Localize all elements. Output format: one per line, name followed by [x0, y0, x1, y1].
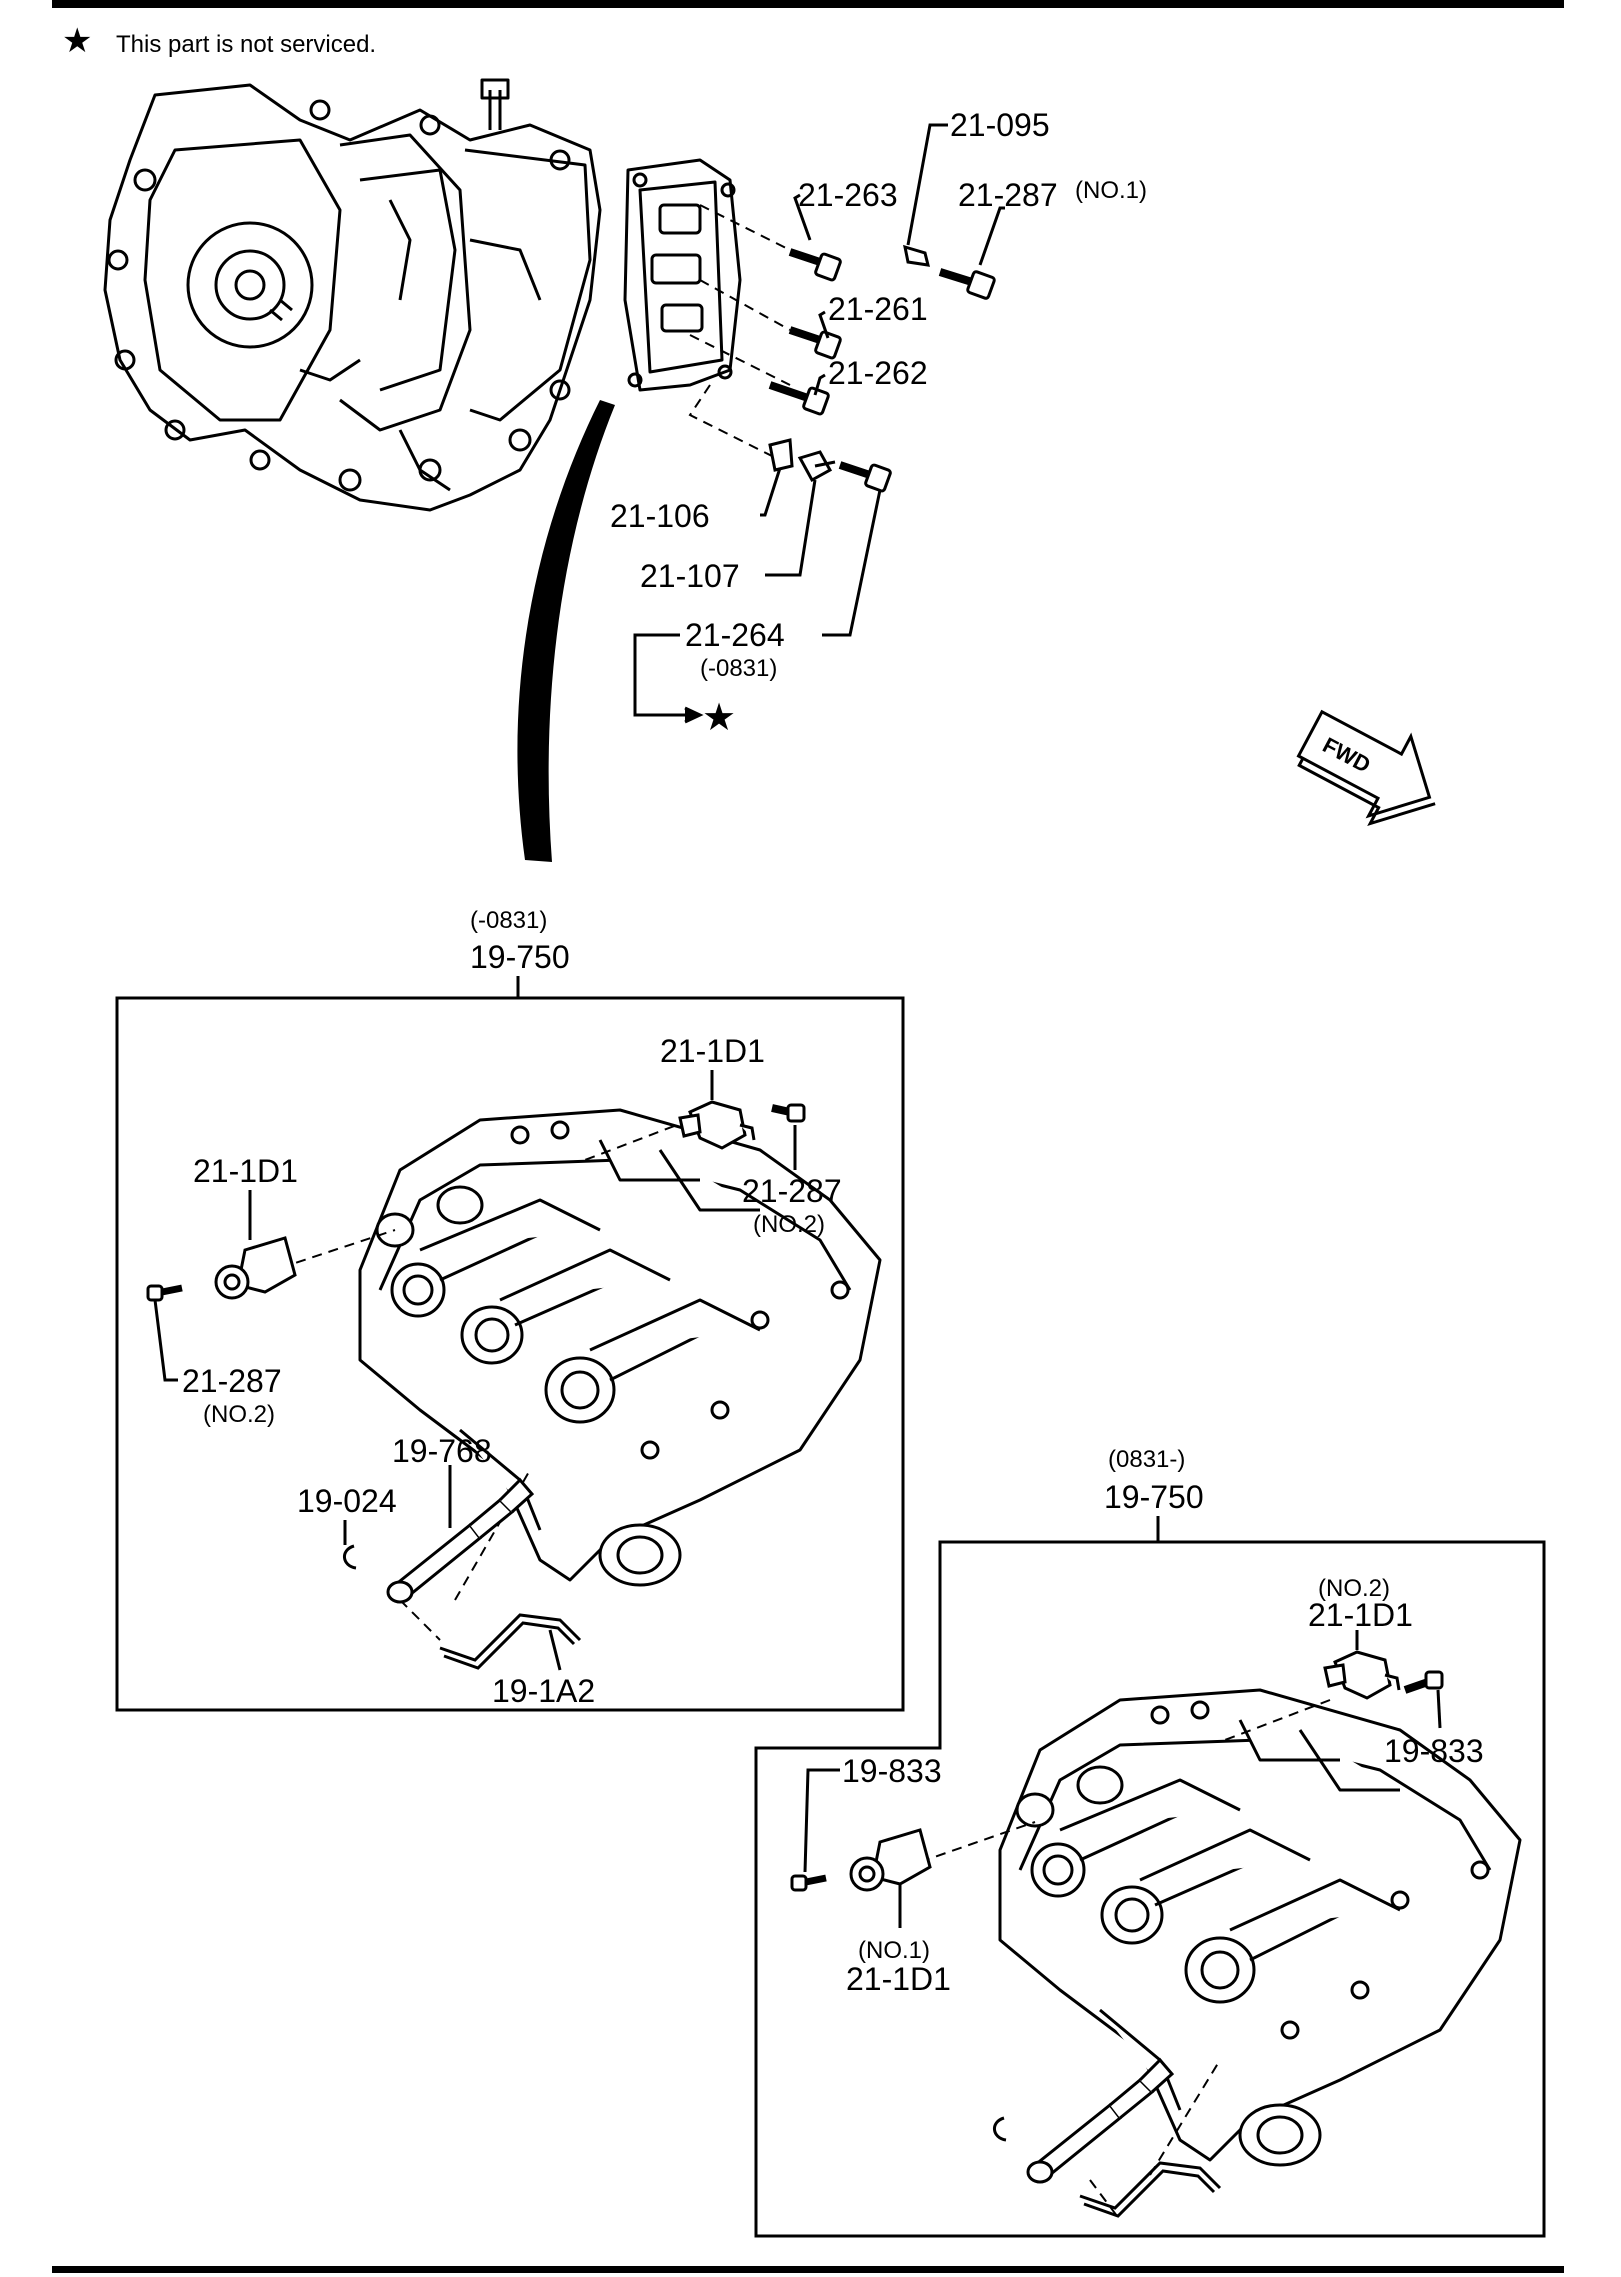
label-late-sol-left-sub: (NO.1)	[858, 1937, 930, 1964]
box-early-part-number: 19-750	[470, 939, 570, 975]
clip-21-095-icon	[903, 244, 931, 267]
box-early-range: (-0831)	[470, 907, 547, 934]
bolt-early-left-icon	[146, 1284, 183, 1302]
fwd-direction-icon: FWD	[1296, 709, 1436, 827]
pin-late-icon	[1026, 2057, 1175, 2184]
label-early-bolt-left-sub: (NO.2)	[203, 1401, 275, 1428]
callout-21-106: 21-106	[610, 498, 710, 534]
callout-21-287-no1: 21-287	[958, 177, 1058, 213]
box-early-leaders	[153, 1070, 797, 1671]
callout-21-262: 21-262	[828, 355, 928, 391]
bolt-late-left-icon	[790, 1874, 827, 1892]
label-clip-19-024: 19-024	[297, 1483, 397, 1519]
box-early-frame	[115, 996, 905, 1712]
callout-21-263: 21-263	[798, 177, 898, 213]
solenoid-early-left-icon	[214, 1236, 297, 1300]
label-late-sol-right: 21-1D1	[1308, 1597, 1413, 1633]
sensor-21-107-icon	[797, 450, 836, 483]
label-late-sol-left: 21-1D1	[846, 1961, 951, 1997]
label-late-bolt-right: 19-833	[1384, 1733, 1484, 1769]
bolt-early-right-icon	[771, 1103, 806, 1123]
label-late-bolt-left: 19-833	[842, 1753, 942, 1789]
solenoid-late-no1-icon	[849, 1828, 932, 1892]
label-early-bolt-left: 21-287	[182, 1363, 282, 1399]
curved-pointer-arrow	[517, 400, 615, 862]
box-late-range: (0831-)	[1108, 1446, 1185, 1473]
callout-leaders-upper	[760, 123, 1005, 637]
valve-body-plate-illustration	[623, 158, 742, 392]
callout-21-264: 21-264	[685, 617, 785, 653]
solenoid-early-top-icon	[678, 1100, 756, 1150]
callout-21-264-range: (-0831)	[700, 655, 777, 682]
pin-19-768-icon	[386, 1477, 535, 1604]
callout-21-095: 21-095	[950, 107, 1050, 143]
not-serviced-star-icon: ★	[702, 697, 736, 739]
label-rod-19-1A2: 19-1A2	[492, 1673, 595, 1709]
solenoid-late-no2-icon	[1323, 1650, 1401, 1700]
box-late-leaders	[803, 1630, 1442, 1928]
label-pin-19-768: 19-768	[392, 1433, 492, 1469]
bottom-border-rule	[52, 2266, 1564, 2273]
note-star-icon: ★	[62, 22, 92, 60]
bolt-21-263-icon	[788, 248, 842, 282]
valve-body-early-illustration	[358, 1108, 882, 1587]
valve-body-late-illustration	[998, 1688, 1522, 2167]
label-early-sol-left: 21-1D1	[193, 1153, 298, 1189]
callout-no1-suffix: (NO.1)	[1075, 177, 1147, 204]
label-late-sol-right-sub: (NO.2)	[1318, 1575, 1390, 1602]
rod-19-1A2-icon	[439, 1613, 582, 1670]
label-early-bolt-right-sub: (NO.2)	[753, 1211, 825, 1238]
top-border-rule	[52, 0, 1564, 8]
box-late-part-number: 19-750	[1104, 1479, 1204, 1515]
label-early-bolt-right: 21-287	[742, 1173, 842, 1209]
box-late-frame	[754, 1540, 1546, 2238]
not-serviced-arrow	[633, 633, 704, 724]
transmission-case-illustration	[103, 78, 602, 512]
bolt-21-261-icon	[788, 326, 842, 360]
callout-21-107: 21-107	[640, 558, 740, 594]
clip-late-icon	[993, 2116, 1007, 2142]
callout-21-261: 21-261	[828, 291, 928, 327]
bolt-21-287-no1-icon	[938, 268, 996, 300]
seal-21-106-icon	[768, 438, 794, 472]
clip-19-024-icon	[343, 1544, 357, 1570]
bolt-21-262-icon	[768, 381, 830, 416]
label-early-sol-top: 21-1D1	[660, 1033, 765, 1069]
bolt-leader-dashes	[688, 204, 791, 461]
rod-late-icon	[1079, 2161, 1222, 2218]
bolt-21-264-icon	[838, 461, 892, 493]
note-text: This part is not serviced.	[116, 31, 376, 58]
box-late-dashes	[919, 1699, 1331, 2221]
bolt-late-right-icon	[1403, 1670, 1444, 1694]
